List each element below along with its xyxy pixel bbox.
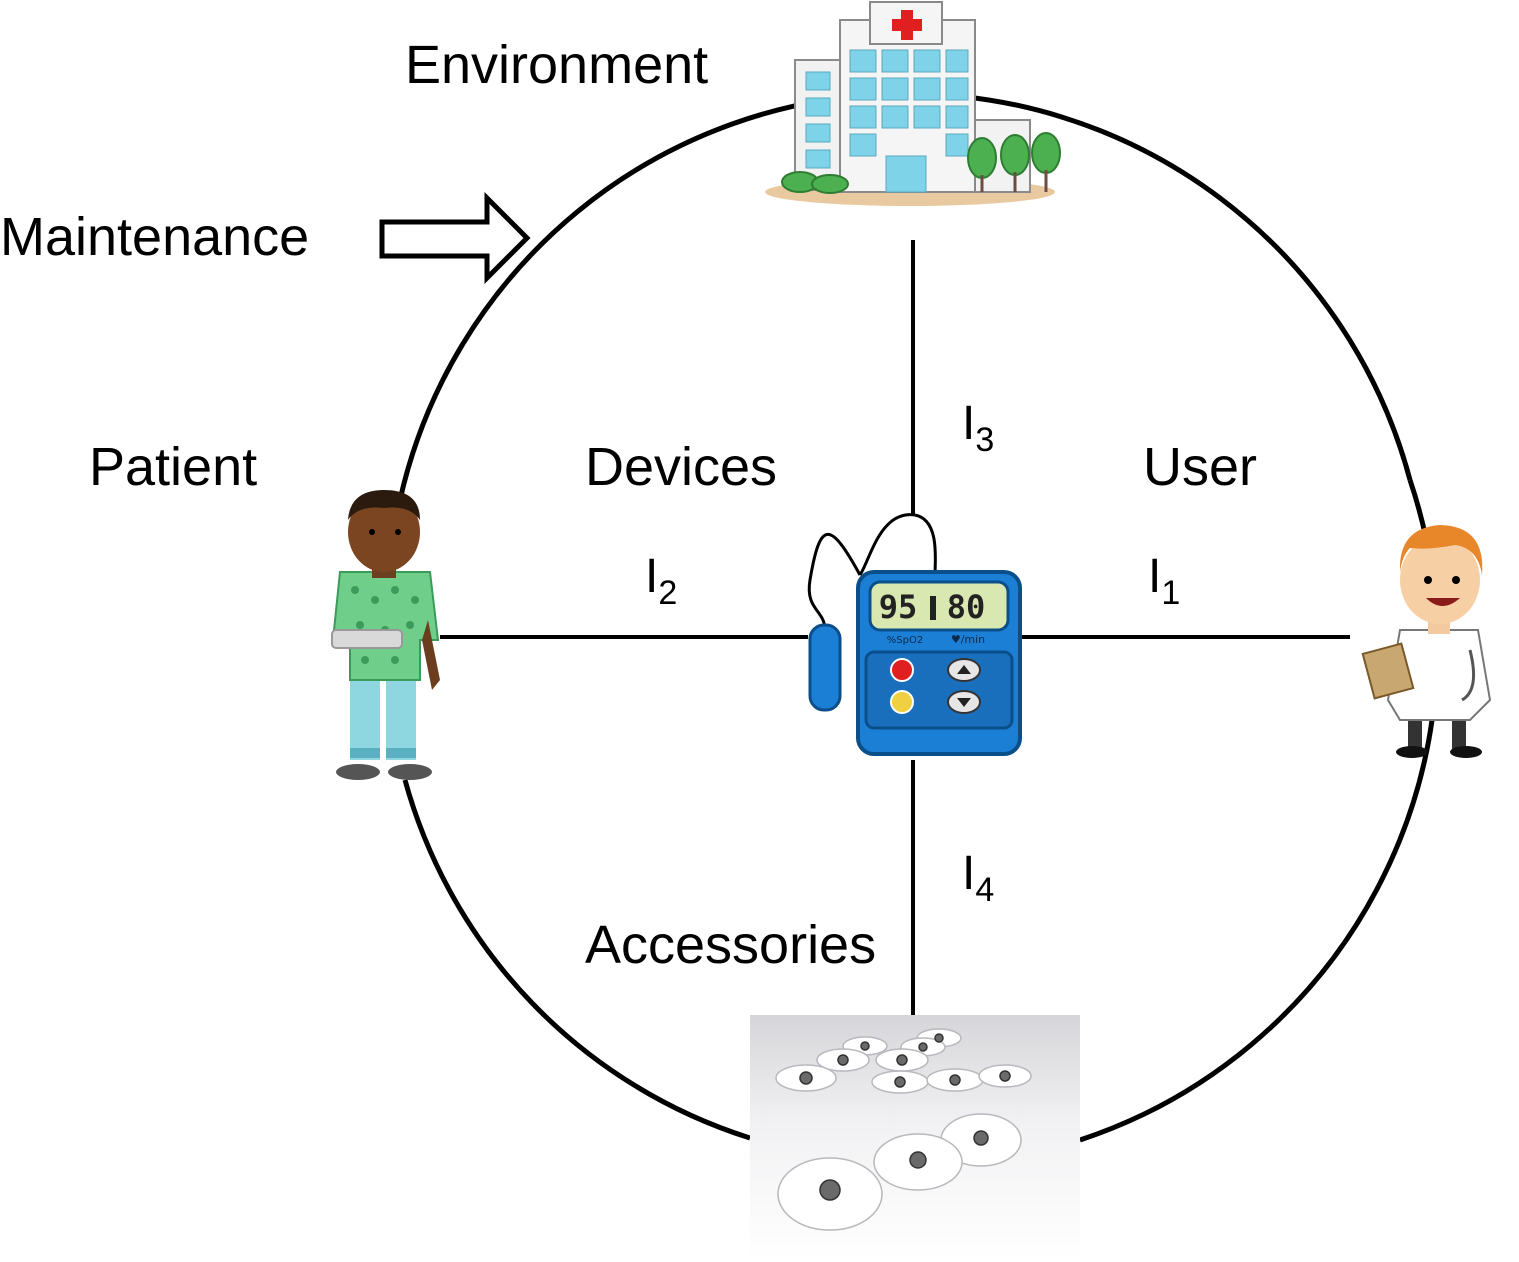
user-label: User	[1143, 437, 1258, 497]
maintenance-label: Maintenance	[0, 207, 310, 267]
device-spo2-value: 95	[879, 588, 918, 626]
interface-i4-label: I4	[962, 847, 995, 909]
environment-label: Environment	[405, 35, 709, 95]
interface-i3-label: I3	[962, 397, 995, 459]
interface-i2-label: I2	[645, 550, 678, 612]
device-pulse-unit: ♥/min	[951, 633, 985, 646]
accessories-label: Accessories	[585, 915, 877, 975]
interface-i1-label: I1	[1148, 550, 1181, 612]
interface-lines	[440, 240, 1350, 1015]
doctor-icon	[1361, 525, 1492, 758]
device-pulse-value: 80	[947, 588, 986, 626]
electrodes-photo	[750, 1015, 1080, 1262]
hospital-icon	[765, 1, 1061, 206]
maintenance-arrow-icon	[379, 191, 531, 285]
device-spo2-unit: %SpO2	[887, 635, 923, 646]
patient-icon	[331, 490, 440, 780]
patient-label: Patient	[89, 437, 258, 497]
monitor-device-icon: 95 80 %SpO2 ♥/min	[807, 513, 1022, 756]
devices-label: Devices	[585, 437, 778, 497]
